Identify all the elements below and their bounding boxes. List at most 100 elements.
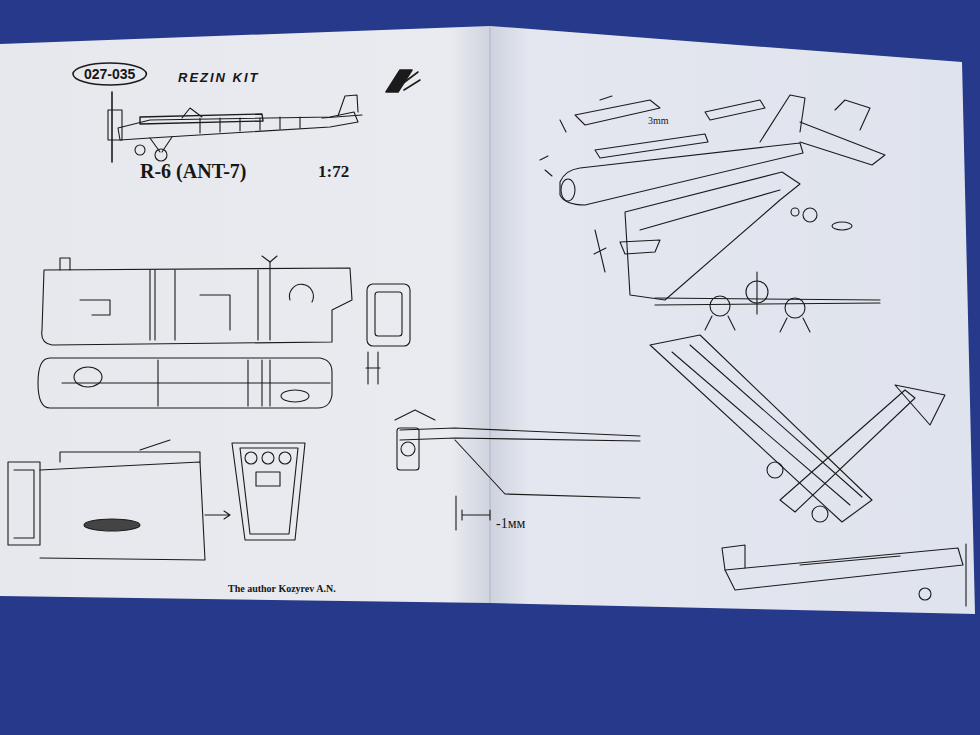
bottom-view [767, 462, 783, 478]
aircraft-side-view [322, 115, 362, 118]
cockpit-section [375, 292, 402, 336]
exploded-view [791, 208, 799, 216]
cockpit-section [262, 256, 277, 262]
exploded-view [620, 240, 660, 254]
cockpit-section [74, 367, 102, 387]
dimension: -1мм [496, 516, 525, 532]
cockpit-section [42, 268, 352, 345]
aircraft-side-view [965, 544, 966, 606]
aircraft-side-view [722, 544, 966, 606]
wing-root-detail [395, 410, 640, 530]
wing-root-detail [395, 410, 435, 420]
cockpit-floor [205, 511, 230, 519]
kit-number: 027-035 [84, 66, 135, 82]
bottom-view [895, 385, 945, 425]
wing-root-detail [455, 440, 640, 498]
exploded-view [561, 179, 575, 201]
exploded-view [800, 122, 885, 165]
wing-root-detail [400, 428, 640, 441]
aircraft-side-view [182, 108, 202, 118]
right-page [490, 26, 975, 614]
bottom-view [780, 390, 915, 512]
exploded-view [832, 222, 852, 230]
cockpit-section [367, 284, 410, 346]
aircraft-side-view [111, 92, 113, 162]
cockpit-floor [256, 472, 280, 486]
maker-logo [386, 70, 420, 92]
exploded-view [540, 95, 885, 300]
front-view [655, 272, 880, 332]
cockpit-floor [240, 448, 298, 534]
bottom-view [650, 335, 945, 522]
aircraft-side-view [150, 137, 172, 152]
cockpit-section [38, 358, 332, 408]
exploded-view [595, 134, 708, 158]
cockpit-section [38, 256, 410, 408]
aircraft-side-view [108, 110, 122, 140]
front-view [705, 316, 810, 332]
exploded-view [803, 208, 817, 222]
cockpit-floor [60, 452, 200, 462]
cockpit-floor [14, 470, 34, 538]
cockpit-section [60, 258, 70, 270]
exploded-view [640, 190, 780, 230]
aircraft-side-view [200, 117, 300, 133]
exploded-view [760, 95, 805, 142]
aircraft-side-view [108, 92, 362, 162]
exploded-view [594, 230, 606, 272]
kit-number-oval: 027-035 [72, 62, 147, 86]
cockpit-floor [245, 452, 257, 464]
bottom-view [672, 345, 862, 505]
cockpit-floor [84, 519, 140, 531]
cockpit-section [80, 295, 230, 330]
cockpit-section [62, 360, 330, 406]
exploded-view [705, 100, 765, 120]
wing-root-detail [397, 428, 419, 470]
aircraft-side-view [155, 149, 167, 161]
cockpit-floor [232, 443, 305, 540]
exploded-view [575, 100, 660, 125]
cockpit-section [289, 284, 313, 302]
exploded-view [835, 100, 870, 130]
cockpit-floor [8, 440, 305, 560]
maker-logo [404, 80, 420, 90]
cockpit-floor [262, 452, 274, 464]
author-note: The author Kozyrev A.N. [228, 583, 336, 594]
kit-type: REZIN KIT [178, 70, 260, 85]
bottom-view [812, 506, 828, 522]
aircraft-side-view [118, 112, 358, 140]
maker-logo [386, 70, 412, 92]
wing-root-detail [456, 496, 490, 530]
exploded-view [540, 96, 612, 176]
cockpit-floor [40, 462, 205, 560]
aircraft-side-view [800, 556, 900, 565]
cockpit-section [281, 390, 309, 402]
line-drawings [8, 70, 966, 606]
cockpit-section [150, 262, 270, 340]
exploded-view [560, 143, 803, 205]
aircraft-side-view [725, 548, 963, 590]
front-view [655, 298, 880, 305]
wing-root-detail [401, 442, 415, 456]
dimension: 3mm [648, 115, 669, 126]
front-view [785, 298, 805, 318]
paper-sheet [0, 26, 975, 614]
cockpit-floor [279, 452, 291, 464]
aircraft-side-view [338, 95, 358, 116]
aircraft-name: R-6 (ANT-7) [140, 160, 246, 183]
left-page [0, 26, 490, 603]
front-view [756, 272, 757, 314]
oval-outline [73, 63, 146, 85]
exploded-view [625, 172, 800, 300]
aircraft-side-view [135, 145, 145, 155]
cockpit-section [366, 352, 380, 384]
cockpit-floor [140, 440, 170, 450]
scale: 1:72 [318, 162, 349, 182]
aircraft-side-view [919, 588, 931, 600]
aircraft-side-view [140, 114, 263, 124]
bottom-view [650, 335, 872, 522]
aircraft-side-view [722, 545, 745, 570]
cockpit-floor [8, 462, 40, 545]
